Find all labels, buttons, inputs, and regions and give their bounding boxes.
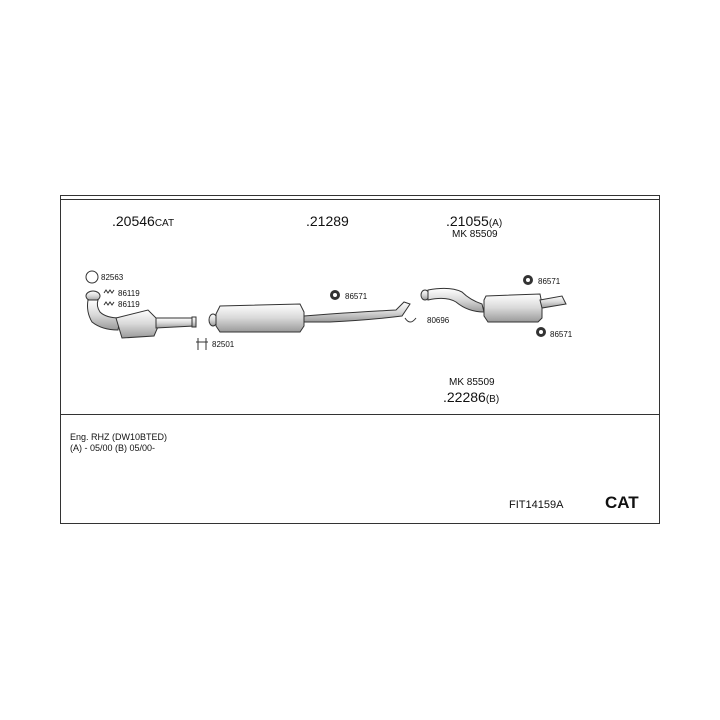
part-rear-a-number: .21055 [446,213,489,229]
part-catalyst-label: .20546CAT [112,214,174,229]
part-middle-number: .21289 [306,213,349,229]
front-pipe-catalyst [85,290,197,339]
seal-82563-icon [85,270,99,284]
part-rear-b-kit: MK 85509 [449,377,495,388]
accessory-86571-top-label: 86571 [538,277,561,286]
cat-badge: CAT [605,493,639,512]
rear-silencer [420,287,567,323]
accessory-86119-label-1: 86119 [118,289,140,298]
hanger-86571-icon [330,290,340,300]
part-rear-a-suffix: (A) [488,218,503,229]
part-rear-b-label: .22286(B) [443,390,499,405]
hanger-86571-top-icon [523,275,533,285]
engine-note: Eng. RHZ (DW10BTED) [70,432,168,442]
middle-silencer [208,301,411,333]
part-rear-b-suffix: (B) [485,394,500,405]
validity-note: (A) - 05/00 (B) 05/00- [70,443,156,453]
part-rear-b-number: .22286 [443,389,486,405]
frame-divider [61,414,659,415]
hanger-86571-bottom-icon [536,327,546,337]
part-rear-a-kit: MK 85509 [452,229,498,240]
part-catalyst-number: .20546 [112,213,155,229]
gasket-86119-icon [103,289,115,306]
part-catalyst-suffix: CAT [154,218,175,229]
part-middle-label: .21289 [306,214,349,228]
accessory-82501-label: 82501 [212,340,235,349]
frame-top-rule [61,199,659,200]
accessory-86119-label-2: 86119 [118,300,140,309]
part-rear-a-label: .21055(A) [446,214,502,229]
accessory-82563-label: 82563 [101,273,124,282]
clamp-82501-icon [196,338,208,350]
clamp-80696-icon [404,317,417,323]
accessory-86571-bottom-label: 86571 [550,330,573,339]
diagram-frame [60,195,660,524]
accessory-86571-mid-label: 86571 [345,292,368,301]
accessory-80696-label: 80696 [427,316,450,325]
kit-code: FIT14159A [509,499,564,511]
